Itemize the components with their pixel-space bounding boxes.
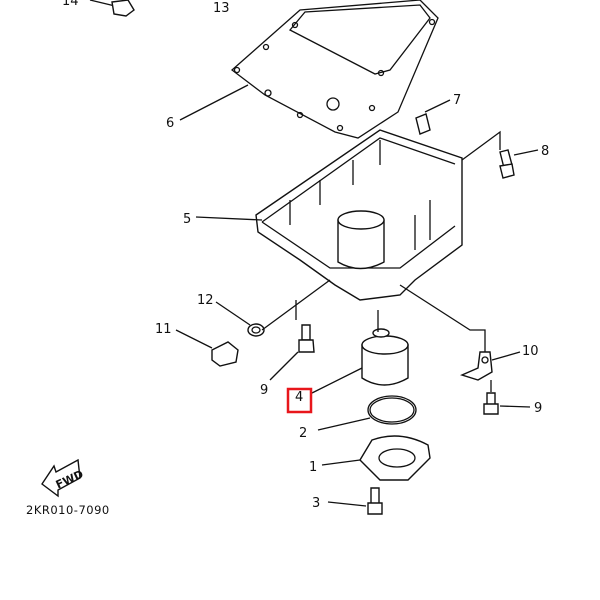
callout-4[interactable]: 4 — [295, 390, 303, 405]
callout-2: 2 — [299, 426, 307, 441]
forward-arrow-icon: FWD — [41, 458, 85, 498]
callout-1: 1 — [309, 460, 317, 475]
bolt-9-left — [269, 300, 315, 381]
filter-cover-1 — [321, 435, 431, 481]
washer-12 — [215, 279, 331, 337]
dowel-7 — [415, 99, 451, 135]
callout-13: 13 — [213, 1, 230, 16]
oil-filter-4 — [311, 310, 409, 394]
callout-6: 6 — [166, 116, 174, 131]
callout-10: 10 — [522, 344, 539, 359]
gasket-6 — [179, 0, 439, 139]
bolt-8 — [461, 130, 539, 179]
callout-8: 8 — [541, 144, 549, 159]
callout-12: 12 — [197, 293, 214, 308]
drain-bolt-14 — [89, 0, 135, 17]
drain-plug-11 — [175, 329, 239, 367]
callout-5: 5 — [183, 212, 191, 227]
callout-11: 11 — [155, 322, 172, 337]
callout-7: 7 — [453, 93, 461, 108]
bolt-9-right — [483, 380, 531, 415]
bolt-3 — [327, 487, 383, 515]
o-ring-2 — [317, 395, 417, 431]
bracket-10 — [399, 284, 521, 381]
callout-9-left: 9 — [260, 383, 268, 398]
callout-9-right: 9 — [534, 401, 542, 416]
oil-pan-5 — [195, 129, 463, 301]
highlight-box — [286, 387, 313, 414]
callout-14: 14 — [62, 0, 79, 9]
callout-3: 3 — [312, 496, 320, 511]
diagram-code: 2KR010-7090 — [26, 503, 110, 517]
